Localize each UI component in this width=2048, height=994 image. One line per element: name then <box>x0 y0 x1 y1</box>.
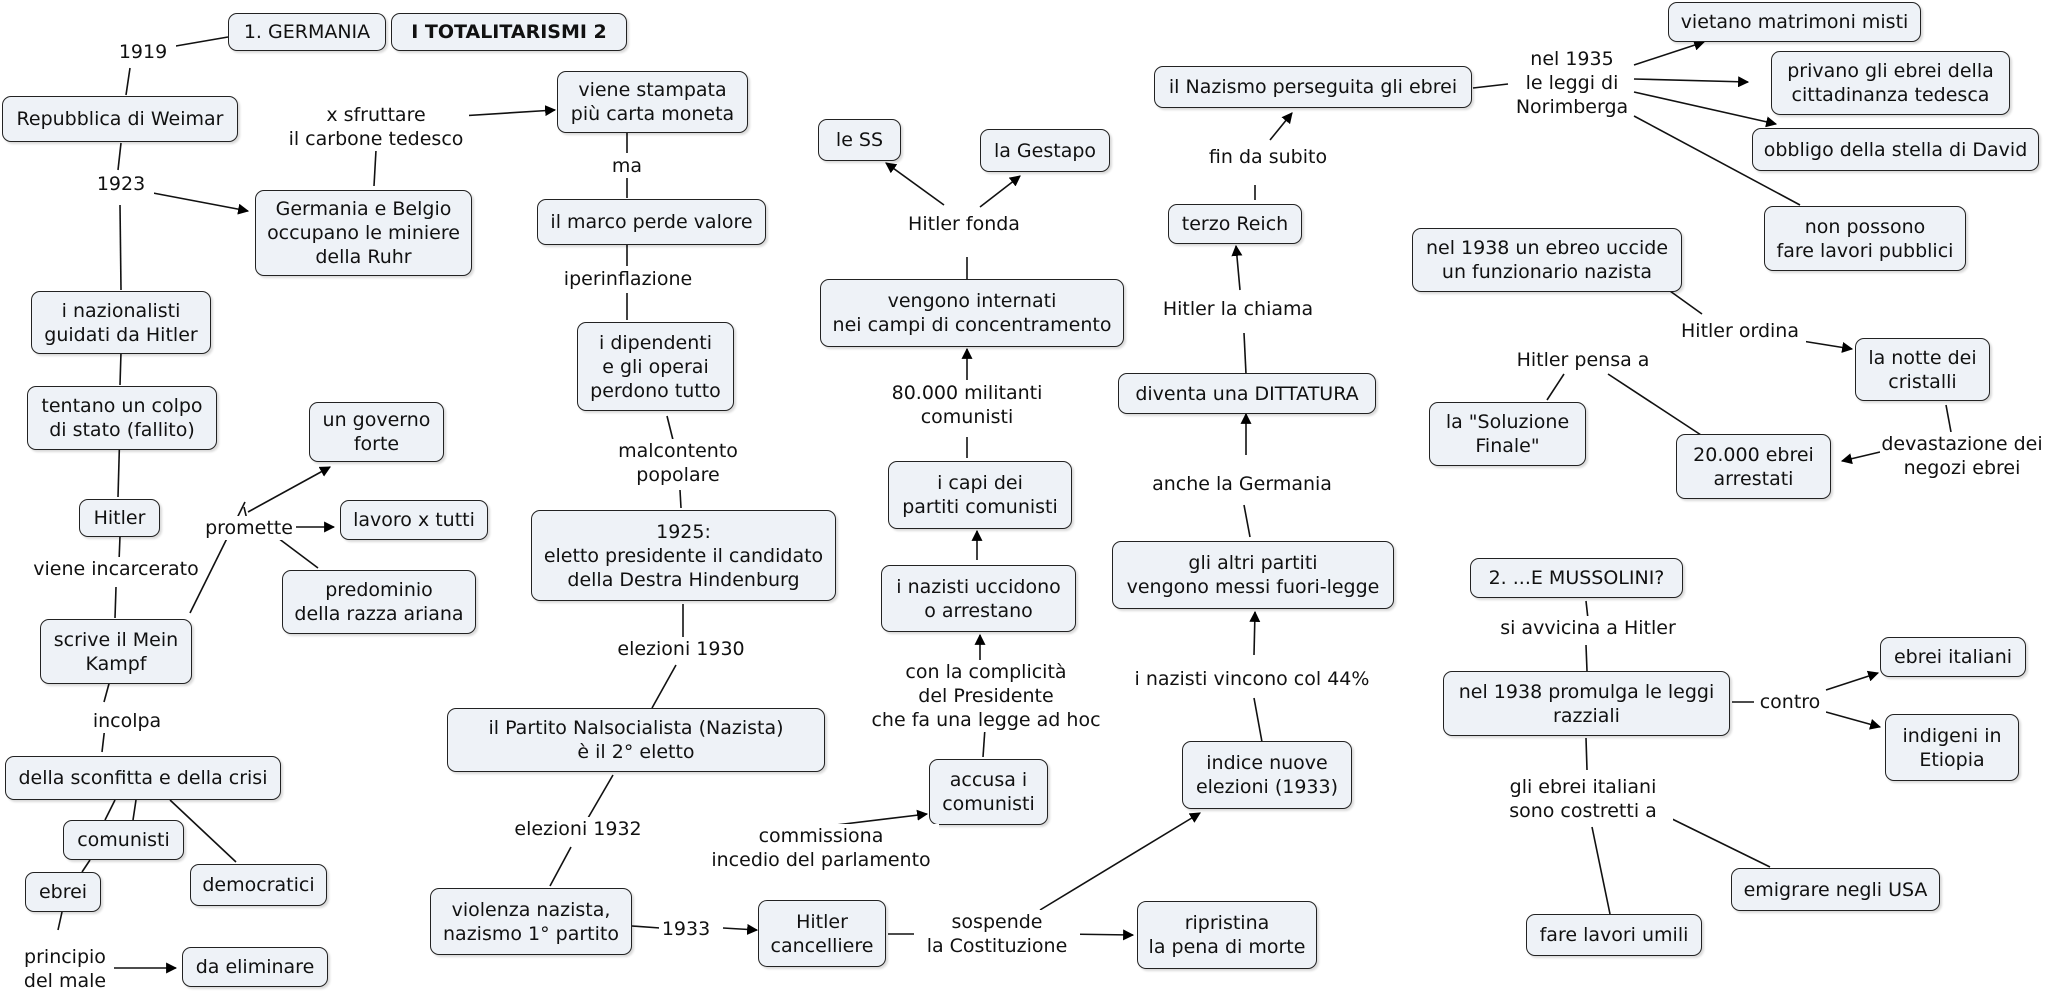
weimar-node: Repubblica di Weimar <box>2 96 238 142</box>
accusa-node: accusa i comunisti <box>929 759 1048 825</box>
label-1933: 1933 <box>659 917 713 941</box>
marco-node: il marco perde valore <box>537 199 766 245</box>
emigrare-node: emigrare negli USA <box>1731 868 1940 911</box>
label-1923: 1923 <box>88 172 154 196</box>
label-ma: ma <box>603 154 651 178</box>
soluzione-node: la "Soluzione Finale" <box>1429 402 1586 466</box>
label-sospende: sospende la Costituzione <box>914 910 1080 958</box>
label-incarcerato: viene incarcerato <box>28 557 204 581</box>
label-chiama: Hitler la chiama <box>1158 297 1318 321</box>
indice-node: indice nuove elezioni (1933) <box>1182 741 1352 809</box>
label-subito: fin da subito <box>1202 145 1334 169</box>
stella-node: obbligo della stella di David <box>1752 128 2039 171</box>
label-incolpa: incolpa <box>87 709 167 733</box>
pubblici-node: non possono fare lavori pubblici <box>1764 206 1966 271</box>
label-1919: 1919 <box>110 40 176 64</box>
label-militanti: 80.000 militanti comunisti <box>877 381 1057 429</box>
governo-node: un governo forte <box>309 402 444 462</box>
dipendenti-node: i dipendenti e gli operai perdono tutto <box>577 322 734 411</box>
hindenburg-node: 1925: eletto presidente il candidato del… <box>531 510 836 601</box>
label-malcontento: malcontento popolare <box>613 439 743 487</box>
perseguita-node: il Nazismo perseguita gli ebrei <box>1154 66 1472 108</box>
eliminare-node: da eliminare <box>182 947 328 987</box>
label-anche: anche la Germania <box>1142 472 1342 496</box>
label-norimberga: nel 1935 le leggi di Norimberga <box>1512 47 1632 119</box>
leggi-razziali-node: nel 1938 promulga le leggi razziali <box>1443 671 1730 736</box>
privano-node: privano gli ebrei della cittadinanza ted… <box>1771 51 2010 115</box>
capi-node: i capi dei partiti comunisti <box>888 461 1072 529</box>
label-principio: principio del male <box>17 945 113 993</box>
cancelliere-node: Hitler cancelliere <box>758 900 886 967</box>
mussolini-node: 2. ...E MUSSOLINI? <box>1470 558 1683 598</box>
lavori-umili-node: fare lavori umili <box>1526 914 1702 956</box>
ebrei-italiani-node: ebrei italiani <box>1880 637 2026 677</box>
label-contro: contro <box>1754 690 1826 714</box>
reich-node: terzo Reich <box>1168 204 1302 244</box>
label-elezioni-1932: elezioni 1932 <box>509 817 647 841</box>
democratici-node: democratici <box>190 864 327 906</box>
ebrei-node: ebrei <box>25 872 101 912</box>
label-vincono: i nazisti vincono col 44% <box>1124 667 1380 691</box>
label-devastazione: devastazione dei negozi ebrei <box>1880 432 2044 480</box>
violenza-node: violenza nazista, nazismo 1° partito <box>430 888 632 955</box>
label-pensa: Hitler pensa a <box>1508 348 1658 372</box>
label-avvicina: si avvicina a Hitler <box>1491 616 1685 640</box>
label-iperinflazione: iperinflazione <box>559 267 697 291</box>
label-sfruttare: x sfruttare il carbone tedesco <box>283 103 469 151</box>
partito-nazista-node: il Partito Nalsocialista (Nazista) è il … <box>447 708 825 772</box>
label-promette: promette <box>202 516 296 540</box>
title-node: I TOTALITARISMI 2 <box>391 13 627 51</box>
dittatura-node: diventa una DITTATURA <box>1118 373 1376 414</box>
arrestati-node: 20.000 ebrei arrestati <box>1676 434 1831 499</box>
uccidono-node: i nazisti uccidono o arrestano <box>881 565 1076 632</box>
vietano-node: vietano matrimoni misti <box>1668 2 1921 42</box>
label-commissiona: commissiona incedio del parlamento <box>703 824 939 872</box>
label-complicita: con la complicità del Presidente che fa … <box>866 660 1106 732</box>
nazionalisti-node: i nazionalisti guidati da Hitler <box>31 291 211 354</box>
stampata-node: viene stampata più carta moneta <box>557 71 748 133</box>
razza-node: predominio della razza ariana <box>282 570 476 634</box>
lavoro-node: lavoro x tutti <box>340 500 488 540</box>
label-fonda: Hitler fonda <box>902 212 1026 236</box>
cristalli-node: la notte dei cristalli <box>1855 338 1990 401</box>
comunisti-node: comunisti <box>63 820 184 860</box>
label-elezioni-1930: elezioni 1930 <box>612 637 750 661</box>
hitler-node: Hitler <box>79 499 160 537</box>
ss-node: le SS <box>818 119 901 161</box>
germania-node: 1. GERMANIA <box>228 13 386 51</box>
1938-ebreo-node: nel 1938 un ebreo uccide un funzionario … <box>1412 228 1682 292</box>
label-ordina: Hitler ordina <box>1674 319 1806 343</box>
gestapo-node: la Gestapo <box>980 129 1110 172</box>
ruhr-node: Germania e Belgio occupano le miniere de… <box>255 190 472 276</box>
internati-node: vengono internati nei campi di concentra… <box>820 279 1124 347</box>
colpo-node: tentano un colpo di stato (fallito) <box>27 386 217 450</box>
label-costretti: gli ebrei italiani sono costretti a <box>1493 775 1673 823</box>
sconfitta-node: della sconfitta e della crisi <box>5 756 281 800</box>
fuorilegge-node: gli altri partiti vengono messi fuori-le… <box>1112 541 1394 609</box>
meinkampf-node: scrive il Mein Kampf <box>40 619 192 684</box>
indigeni-node: indigeni in Etiopia <box>1885 714 2019 781</box>
ripristina-node: ripristina la pena di morte <box>1137 901 1317 969</box>
